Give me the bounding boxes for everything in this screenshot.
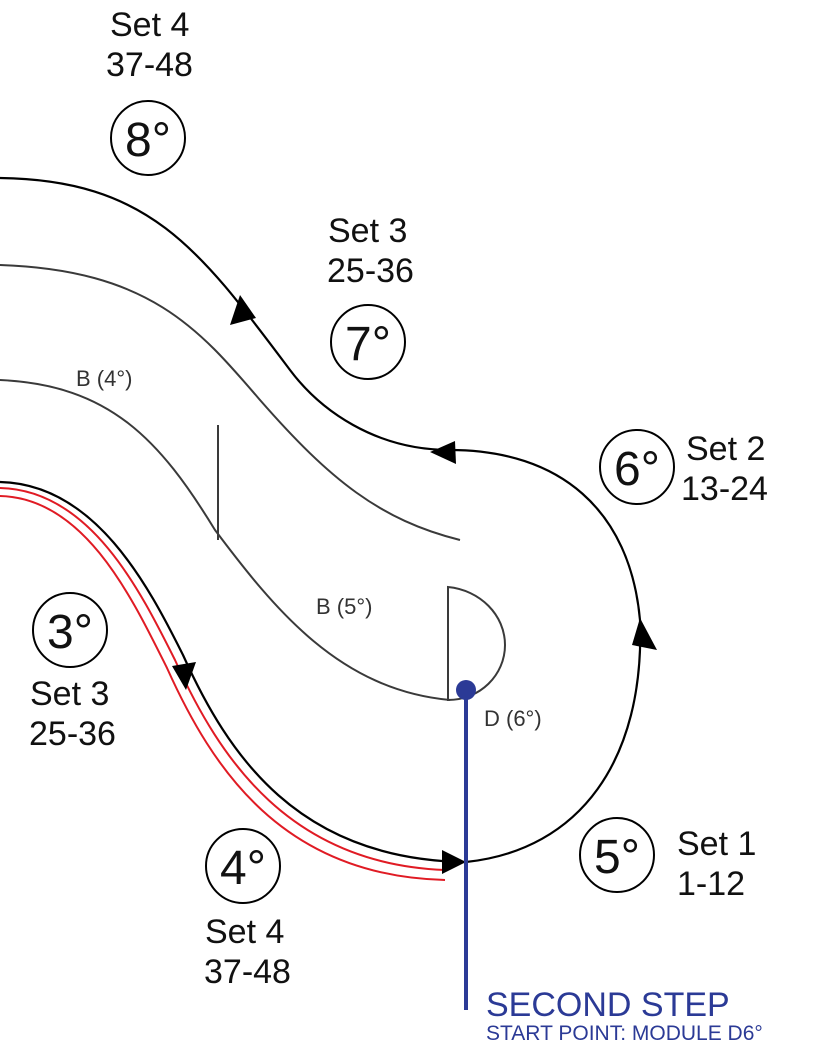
svg-text:7°: 7° — [345, 318, 391, 371]
zone-d6-label: D (6°) — [484, 706, 542, 731]
set2-range: 13-24 — [681, 470, 768, 508]
svg-text:3°: 3° — [47, 606, 93, 659]
arrow-left-descending — [172, 662, 196, 690]
svg-text:5°: 5° — [594, 831, 640, 884]
degree-marker-7: 7° — [330, 304, 406, 380]
degree-marker-8: 8° — [110, 100, 186, 176]
set4-top-name: Set 4 — [110, 6, 189, 44]
track-main-loop — [0, 176, 642, 864]
zone-b4-label: B (4°) — [76, 366, 132, 391]
set3-top-name: Set 3 — [328, 212, 407, 250]
zone-b5-label: B (5°) — [316, 594, 372, 619]
start-marker-dot — [456, 680, 476, 700]
step-title: SECOND STEP — [486, 986, 730, 1024]
set4-bottom-name: Set 4 — [205, 913, 284, 951]
set1-name: Set 1 — [677, 825, 756, 863]
set4-top-range: 37-48 — [106, 46, 193, 84]
step-subtitle: START POINT: MODULE D6° — [486, 1022, 763, 1044]
arrow-bottom — [442, 850, 466, 874]
svg-text:6°: 6° — [614, 443, 660, 496]
set3-left-name: Set 3 — [30, 675, 109, 713]
svg-text:4°: 4° — [220, 842, 266, 895]
arrow-top-left — [230, 295, 256, 325]
set2-name: Set 2 — [686, 430, 765, 468]
inner-lane-middle — [0, 379, 451, 701]
inner-lane-upper — [0, 264, 461, 541]
degree-marker-3: 3° — [32, 592, 108, 668]
d-module-outline — [447, 585, 507, 702]
set3-top-range: 25-36 — [327, 252, 414, 290]
highlight-track-inner — [0, 495, 446, 881]
set3-left-range: 25-36 — [29, 715, 116, 753]
degree-marker-5: 5° — [579, 817, 655, 893]
degree-marker-6: 6° — [599, 429, 675, 505]
track-lower-left — [0, 480, 467, 864]
svg-text:8°: 8° — [125, 114, 171, 167]
degree-marker-4: 4° — [205, 828, 281, 904]
set4-bottom-range: 37-48 — [204, 953, 291, 991]
arrow-right-loop — [632, 618, 657, 650]
set1-range: 1-12 — [677, 865, 745, 903]
arrow-upper-middle — [430, 441, 456, 464]
